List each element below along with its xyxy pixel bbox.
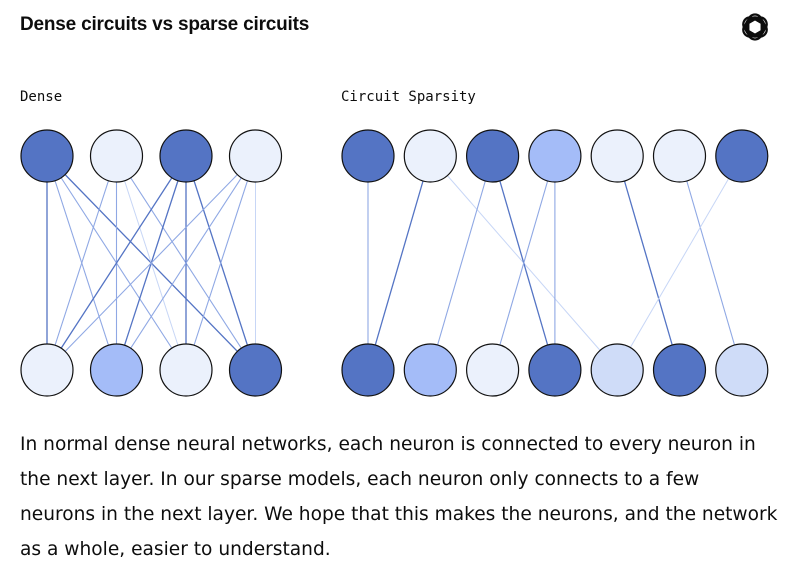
top-layer-neuron bbox=[528, 129, 582, 183]
bottom-layer-neuron bbox=[652, 343, 707, 397]
bottom-layer-neuron bbox=[228, 343, 283, 397]
top-layer-neuron bbox=[590, 129, 644, 183]
openai-logo-icon[interactable] bbox=[738, 10, 772, 44]
connection-edge bbox=[185, 155, 257, 371]
dense-panel-label: Dense bbox=[20, 89, 63, 105]
connection-edge bbox=[429, 155, 494, 371]
connection-edge bbox=[678, 155, 743, 371]
bottom-layer-neuron bbox=[590, 343, 644, 397]
connection-edge bbox=[616, 155, 681, 371]
bottom-layer-neuron bbox=[20, 343, 74, 397]
bottom-layer-neuron bbox=[89, 343, 144, 397]
top-layer-neuron bbox=[159, 129, 213, 183]
bottom-layer-neuron bbox=[466, 343, 520, 397]
sparse-network bbox=[341, 129, 769, 397]
bottom-layer-neuron bbox=[341, 343, 395, 397]
connection-edge bbox=[616, 155, 743, 371]
top-layer-neuron bbox=[341, 129, 395, 183]
network-diagram bbox=[20, 129, 769, 397]
top-layer-neuron bbox=[715, 129, 769, 183]
connection-edge bbox=[367, 155, 431, 371]
bottom-layer-neuron bbox=[528, 343, 582, 397]
connection-edge bbox=[116, 155, 256, 371]
top-layer-neuron bbox=[403, 129, 457, 183]
top-layer-neuron bbox=[466, 129, 520, 183]
connection-edge bbox=[492, 155, 556, 371]
connection-edge bbox=[46, 155, 256, 371]
bottom-layer-neuron bbox=[403, 343, 457, 397]
description-text: In normal dense neural networks, each ne… bbox=[20, 434, 778, 560]
bottom-layer-neuron bbox=[715, 343, 769, 397]
bottom-layer-neuron bbox=[159, 343, 213, 397]
connection-edge bbox=[46, 155, 118, 371]
page-title: Dense circuits vs sparse circuits bbox=[20, 14, 310, 35]
top-layer-neuron bbox=[652, 129, 707, 183]
top-layer-neuron bbox=[228, 129, 283, 183]
top-layer-neuron bbox=[20, 129, 74, 183]
dense-network bbox=[20, 129, 283, 397]
top-layer-neuron bbox=[89, 129, 144, 183]
connection-edge bbox=[46, 155, 187, 371]
sparse-panel-label: Circuit Sparsity bbox=[341, 89, 476, 105]
